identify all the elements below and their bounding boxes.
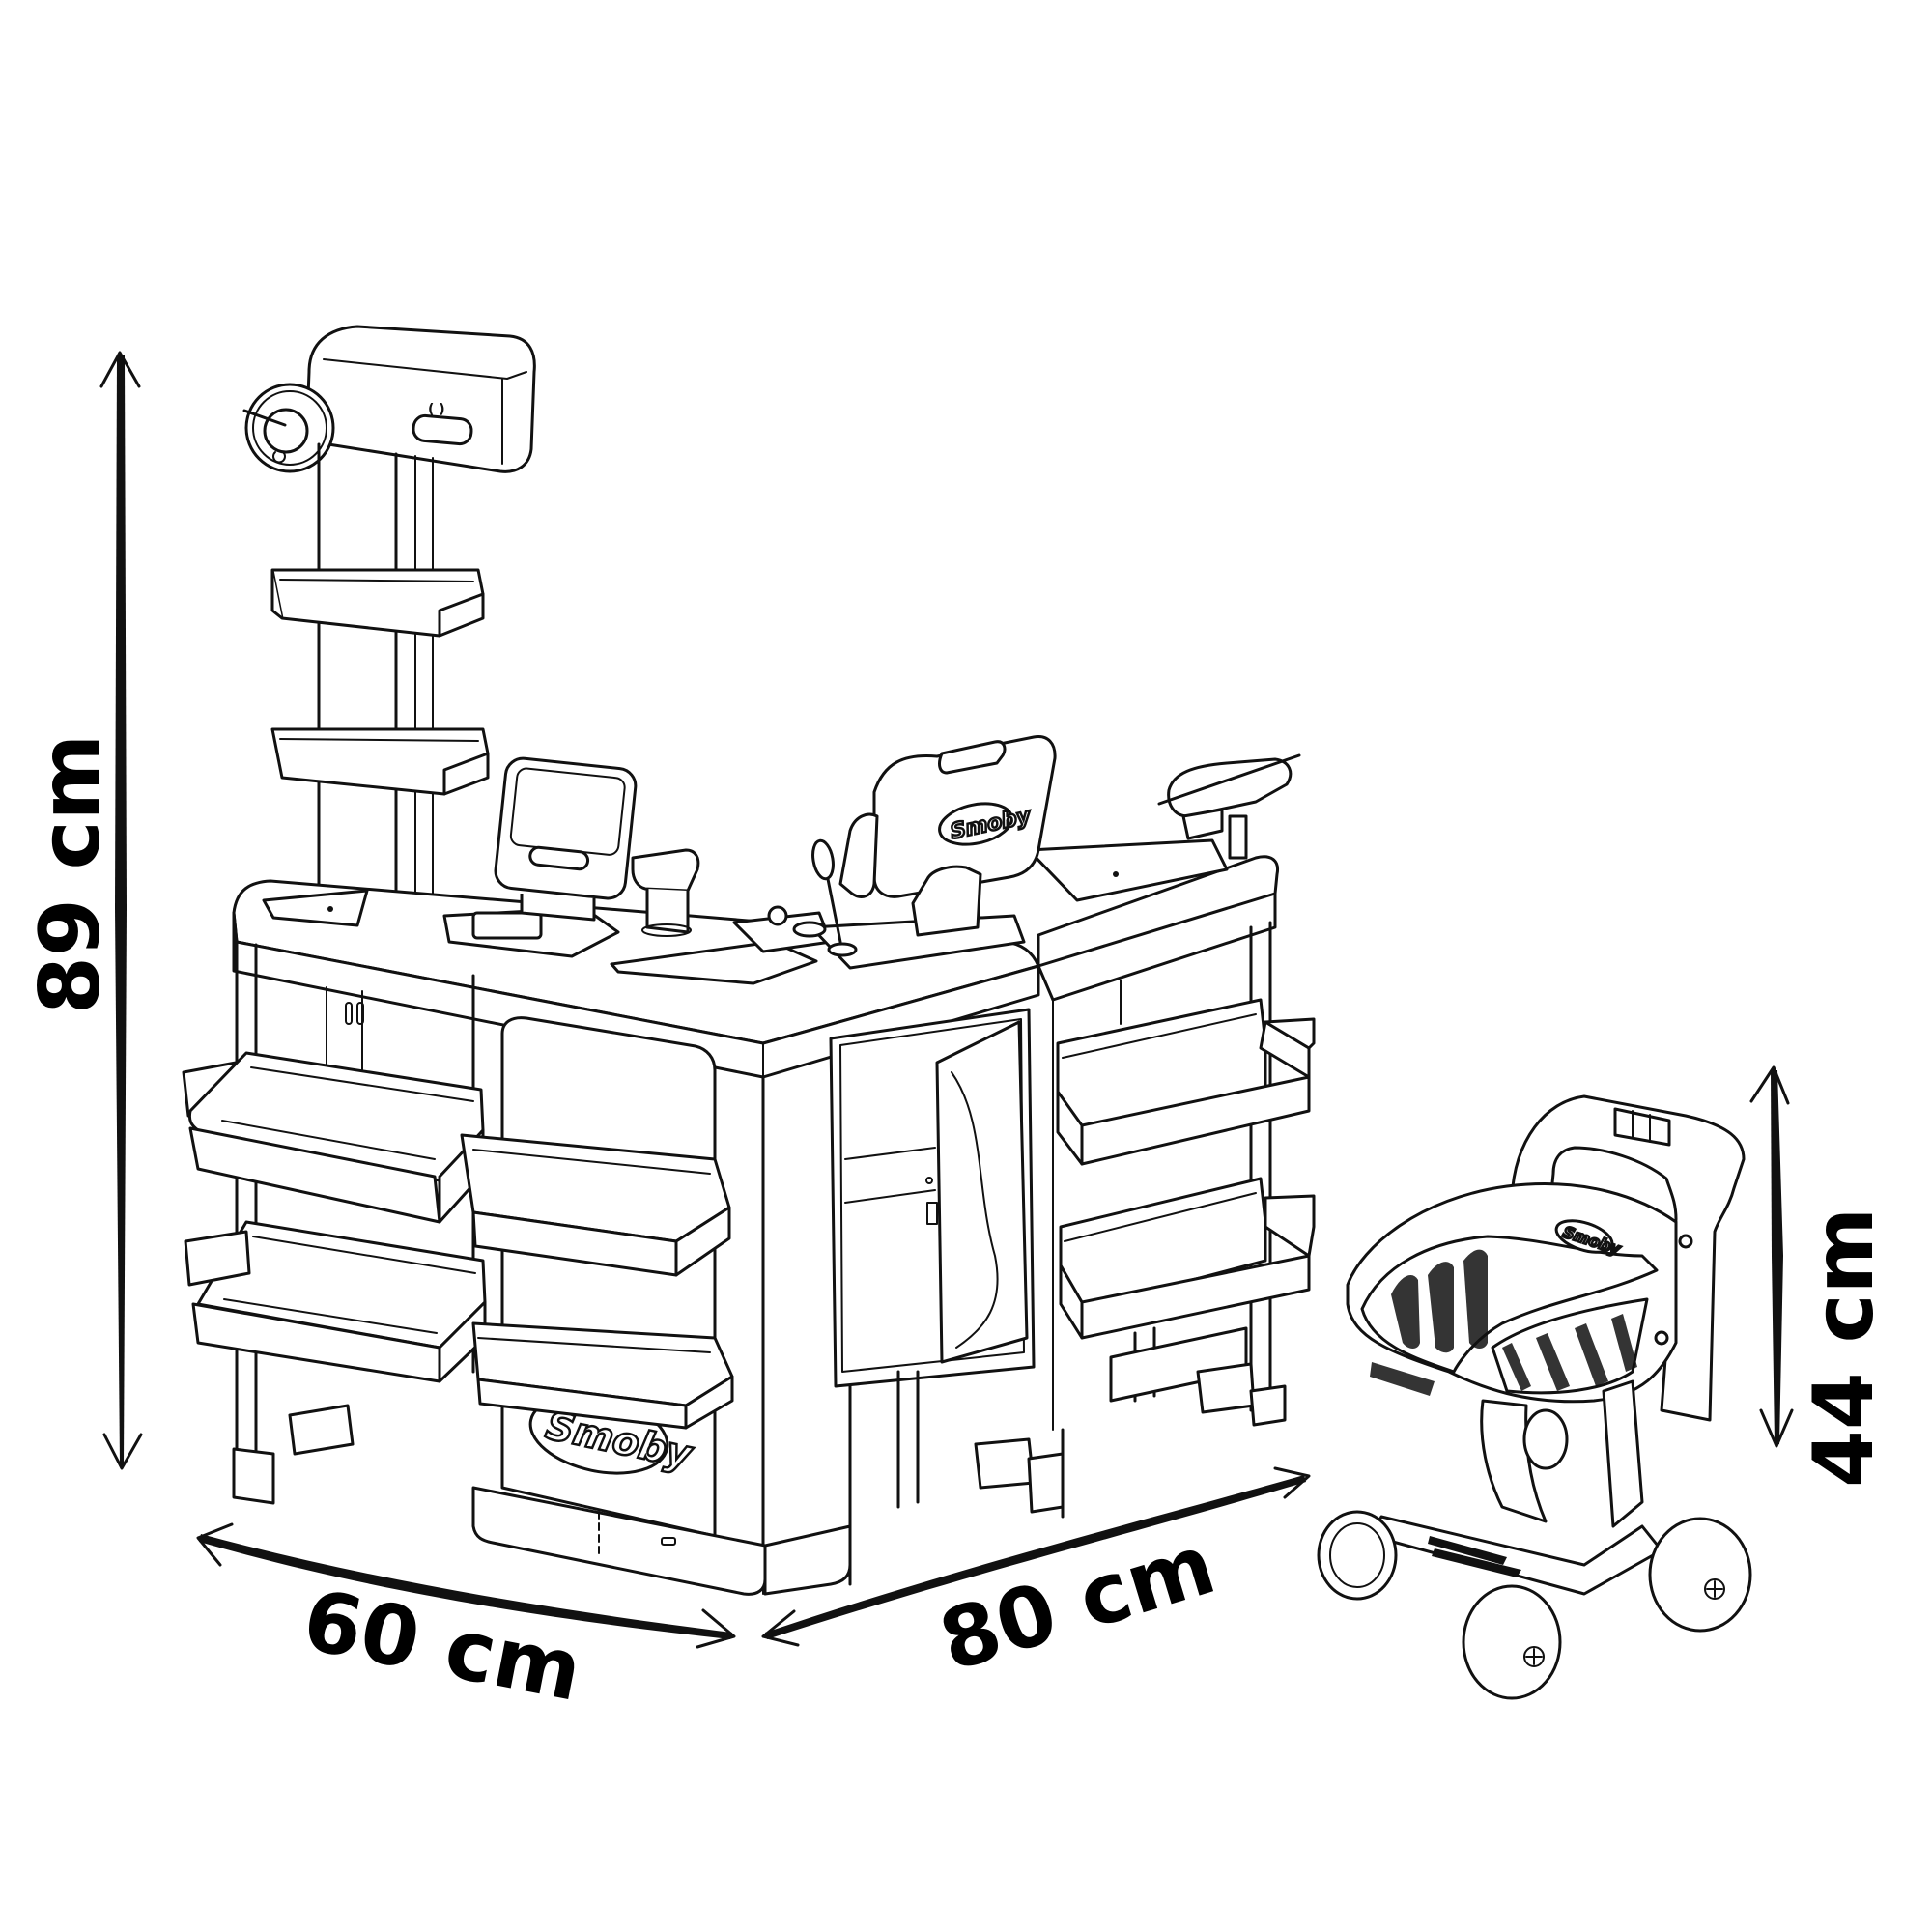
height-label-44cm: 44 cm	[1796, 1208, 1892, 1488]
left-shelf-mid	[460, 1133, 731, 1277]
right-shelf-lower	[1059, 1177, 1316, 1340]
card-terminal-icon	[631, 848, 700, 937]
customer-display-icon	[494, 756, 638, 922]
register-screen: Smoby	[838, 734, 1057, 937]
wheel-front-right	[1648, 1517, 1752, 1633]
base-slats	[1428, 1536, 1521, 1577]
center-shelf-lower	[471, 1321, 734, 1430]
left-shelf-lower-back	[184, 1230, 251, 1287]
width-dimension-arrow-80	[761, 1466, 1311, 1647]
barcode-scanner-icon	[1157, 753, 1301, 860]
right-shelf-upper	[1056, 998, 1316, 1166]
tower-shelf-upper	[270, 568, 485, 638]
wheel-rear-left	[1317, 1510, 1398, 1601]
security-camera-icon: ( )	[242, 325, 536, 473]
height-dimension-arrow-89	[99, 351, 143, 1470]
tower-shelf-lower	[270, 727, 490, 796]
cabinet-door[interactable]	[829, 1008, 1036, 1388]
svg-text:( ): ( )	[428, 402, 445, 417]
left-shelf-lower	[191, 1220, 487, 1383]
checkout-counter: ( )	[182, 325, 1316, 1596]
left-shelf-upper	[187, 1051, 485, 1224]
wheel-front-left	[1462, 1584, 1562, 1700]
basket-slats	[1370, 1249, 1637, 1396]
height-dimension-arrow-44	[1749, 1065, 1794, 1448]
depth-dimension-arrow-60	[196, 1522, 736, 1649]
shopping-cart: Smoby	[1317, 1094, 1752, 1700]
height-label-89cm: 89 cm	[22, 734, 119, 1014]
microphone-icon	[811, 838, 858, 957]
